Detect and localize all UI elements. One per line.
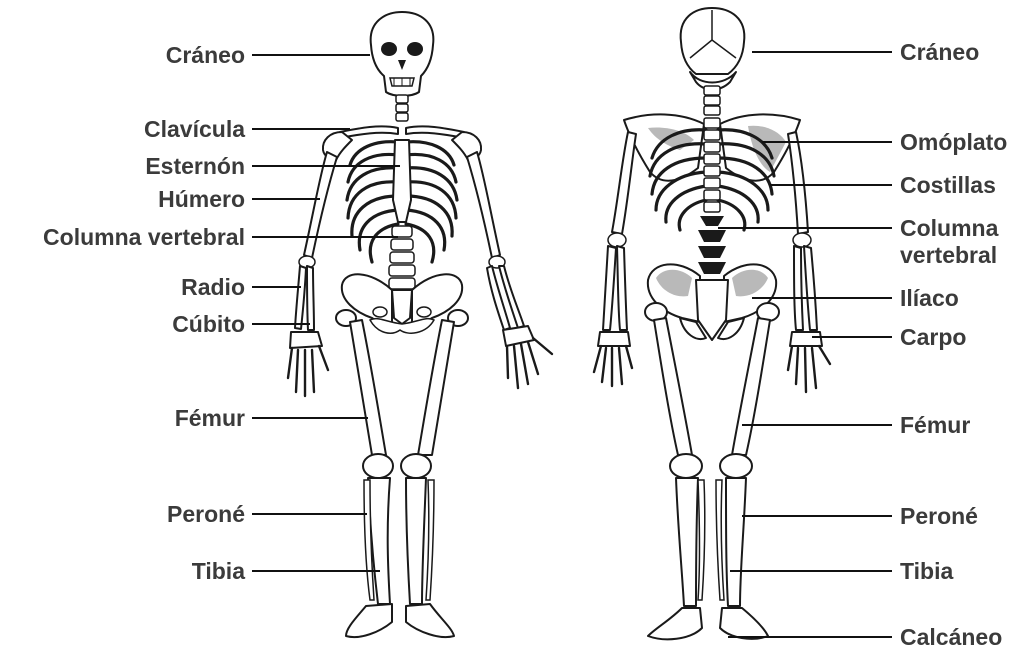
label-femur-left: Fémur	[175, 405, 245, 431]
label-humero: Húmero	[158, 186, 245, 212]
label-perone-left: Peroné	[167, 501, 245, 527]
label-calcaneo: Calcáneo	[900, 624, 1002, 650]
label-esternon: Esternón	[145, 153, 245, 179]
label-craneo-right: Cráneo	[900, 39, 979, 65]
label-columna-right-1: Columna	[900, 215, 999, 241]
label-carpo: Carpo	[900, 324, 966, 350]
labels-right: Cráneo Omóplato Costillas Columna verteb…	[900, 39, 1007, 650]
label-femur-right: Fémur	[900, 412, 970, 438]
label-tibia-left: Tibia	[192, 558, 245, 584]
front-spine	[389, 226, 415, 289]
label-costillas: Costillas	[900, 172, 996, 198]
label-radio: Radio	[181, 274, 245, 300]
label-omoplato: Omóplato	[900, 129, 1007, 155]
label-tibia-right: Tibia	[900, 558, 953, 584]
label-perone-right: Peroné	[900, 503, 978, 529]
label-clavicula: Clavícula	[144, 116, 245, 142]
back-skeleton	[594, 8, 830, 639]
label-iliaco: Ilíaco	[900, 285, 959, 311]
label-columna-right-2: vertebral	[900, 242, 997, 268]
front-arms	[288, 152, 552, 396]
label-craneo-left: Cráneo	[166, 42, 245, 68]
back-legs	[645, 303, 779, 639]
back-skull	[681, 8, 745, 90]
labels-left: Cráneo Clavícula Esternón Húmero Columna…	[43, 42, 245, 584]
label-cubito: Cúbito	[172, 311, 245, 337]
front-legs	[336, 310, 468, 637]
label-columna-left: Columna vertebral	[43, 224, 245, 250]
front-skeleton	[288, 12, 552, 637]
front-skull	[371, 12, 434, 96]
